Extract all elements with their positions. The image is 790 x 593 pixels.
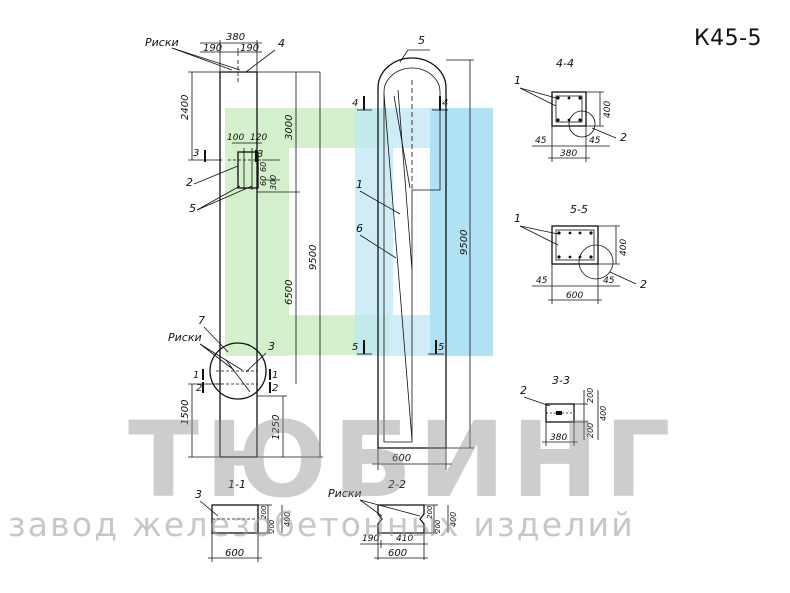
elev-dim-1500: 1500 — [180, 400, 191, 425]
elev-dim-300: 300 — [269, 175, 278, 190]
elev-dim-60-b: 60 — [259, 176, 268, 186]
side-cut-4-right: 4 — [442, 98, 448, 109]
risk-label-top: Риски — [145, 36, 179, 49]
sec55-dim-45-left: 45 — [536, 276, 548, 286]
elev-dim-190-left: 190 — [203, 43, 222, 54]
sec22-dim-190: 190 — [362, 534, 379, 544]
sec33-dim-200-top: 200 — [586, 388, 595, 403]
sec55-leader-1: 1 — [514, 212, 521, 225]
elev-cut-3-right: 3 — [257, 149, 263, 160]
sec11-dim-200-a: 200 — [260, 505, 268, 519]
drawing-title: К45-5 — [694, 26, 763, 51]
risk-label-bottom: Риски — [168, 331, 202, 344]
section-3-3: 3-3 2 200 400 200 380 — [520, 374, 608, 446]
elev-dim-6500: 6500 — [284, 280, 295, 305]
sec33-dim-200-bottom: 200 — [586, 423, 595, 438]
sec55-leader-2: 2 — [640, 278, 647, 291]
sec44-dim-45-left: 45 — [535, 136, 547, 146]
sec11-dim-400: 400 — [283, 512, 292, 527]
side-leader-5: 5 — [418, 34, 425, 47]
sec22-dim-200-a: 200 — [426, 505, 434, 519]
sec44-dim-380: 380 — [560, 149, 577, 159]
elev-cut-3-left: 3 — [193, 148, 199, 159]
elev-dim-3000: 3000 — [284, 115, 295, 140]
elev-leader-3: 3 — [268, 340, 275, 353]
sec44-leader-2: 2 — [620, 131, 627, 144]
sec22-title: 2-2 — [388, 478, 406, 491]
elev-dim-190-right: 190 — [240, 43, 259, 54]
elev-dim-1250: 1250 — [271, 415, 282, 440]
sec11-dim-200-b: 200 — [268, 519, 276, 533]
side-cut-5-right: 5 — [438, 342, 444, 353]
sec11-leader-3: 3 — [195, 488, 202, 501]
side-cut-4-left: 4 — [352, 98, 358, 109]
elev-dim-120: 120 — [250, 133, 267, 143]
sec22-risk-label: Риски — [328, 487, 362, 500]
sec11-title: 1-1 — [228, 478, 246, 491]
sec55-dim-400: 400 — [619, 239, 629, 256]
sec22-dim-400: 400 — [449, 512, 458, 527]
sec55-dim-600: 600 — [566, 291, 583, 301]
sec44-title: 4-4 — [556, 57, 574, 70]
elev-cut-1-right: 1 — [272, 370, 278, 381]
section-4-4: 4-4 1 2 400 45 45 380 — [514, 57, 627, 162]
sec33-dim-400: 400 — [599, 406, 608, 421]
sec44-dim-400: 400 — [603, 101, 613, 118]
elev-dim-100: 100 — [227, 133, 244, 143]
section-5-5: 5-5 1 2 400 45 45 600 — [514, 203, 647, 304]
sec22-dim-410: 410 — [396, 534, 413, 544]
sec55-dim-45-right: 45 — [603, 276, 615, 286]
sec33-title: 3-3 — [552, 374, 570, 387]
section-1-1: 1-1 3 200 200 400 600 — [195, 478, 292, 562]
elev-cut-2-left: 2 — [196, 383, 202, 394]
watermark-brand: ТЮБИНГ — [128, 399, 677, 521]
elev-leader-4: 4 — [278, 37, 285, 50]
sec55-title: 5-5 — [570, 203, 588, 216]
elev-dim-2400: 2400 — [180, 95, 191, 120]
elev-dim-380: 380 — [226, 32, 245, 43]
side-view: 5 1 6 4 4 5 5 9500 600 — [352, 34, 474, 470]
sec22-dim-200-b: 200 — [434, 519, 442, 533]
side-cut-5-left: 5 — [352, 342, 358, 353]
sec44-leader-1: 1 — [514, 74, 521, 87]
sec22-dim-600: 600 — [388, 548, 407, 559]
side-dim-9500: 9500 — [459, 230, 470, 255]
elev-dim-60-a: 60 — [259, 162, 268, 172]
elev-cut-2-right: 2 — [272, 383, 278, 394]
section-2-2: 2-2 Риски 200 200 400 190 410 600 — [328, 478, 458, 560]
watermark-tagline: завод железобетонных изделий — [8, 505, 635, 544]
side-leader-1: 1 — [356, 178, 363, 191]
sec33-leader-2: 2 — [520, 384, 527, 397]
sec11-dim-600: 600 — [225, 548, 244, 559]
sec33-dim-380: 380 — [550, 433, 567, 443]
elev-cut-1-left: 1 — [193, 370, 199, 381]
sec44-dim-45-right: 45 — [589, 136, 601, 146]
side-leader-6: 6 — [356, 222, 363, 235]
elev-leader-5: 5 — [189, 202, 196, 215]
side-dim-600: 600 — [392, 453, 411, 464]
elev-dim-9500: 9500 — [308, 245, 319, 270]
elev-leader-7: 7 — [198, 314, 205, 327]
elevation-view: 380 190 190 Риски 4 2400 3000 9500 6500 … — [145, 32, 323, 458]
elev-leader-2: 2 — [186, 176, 193, 189]
